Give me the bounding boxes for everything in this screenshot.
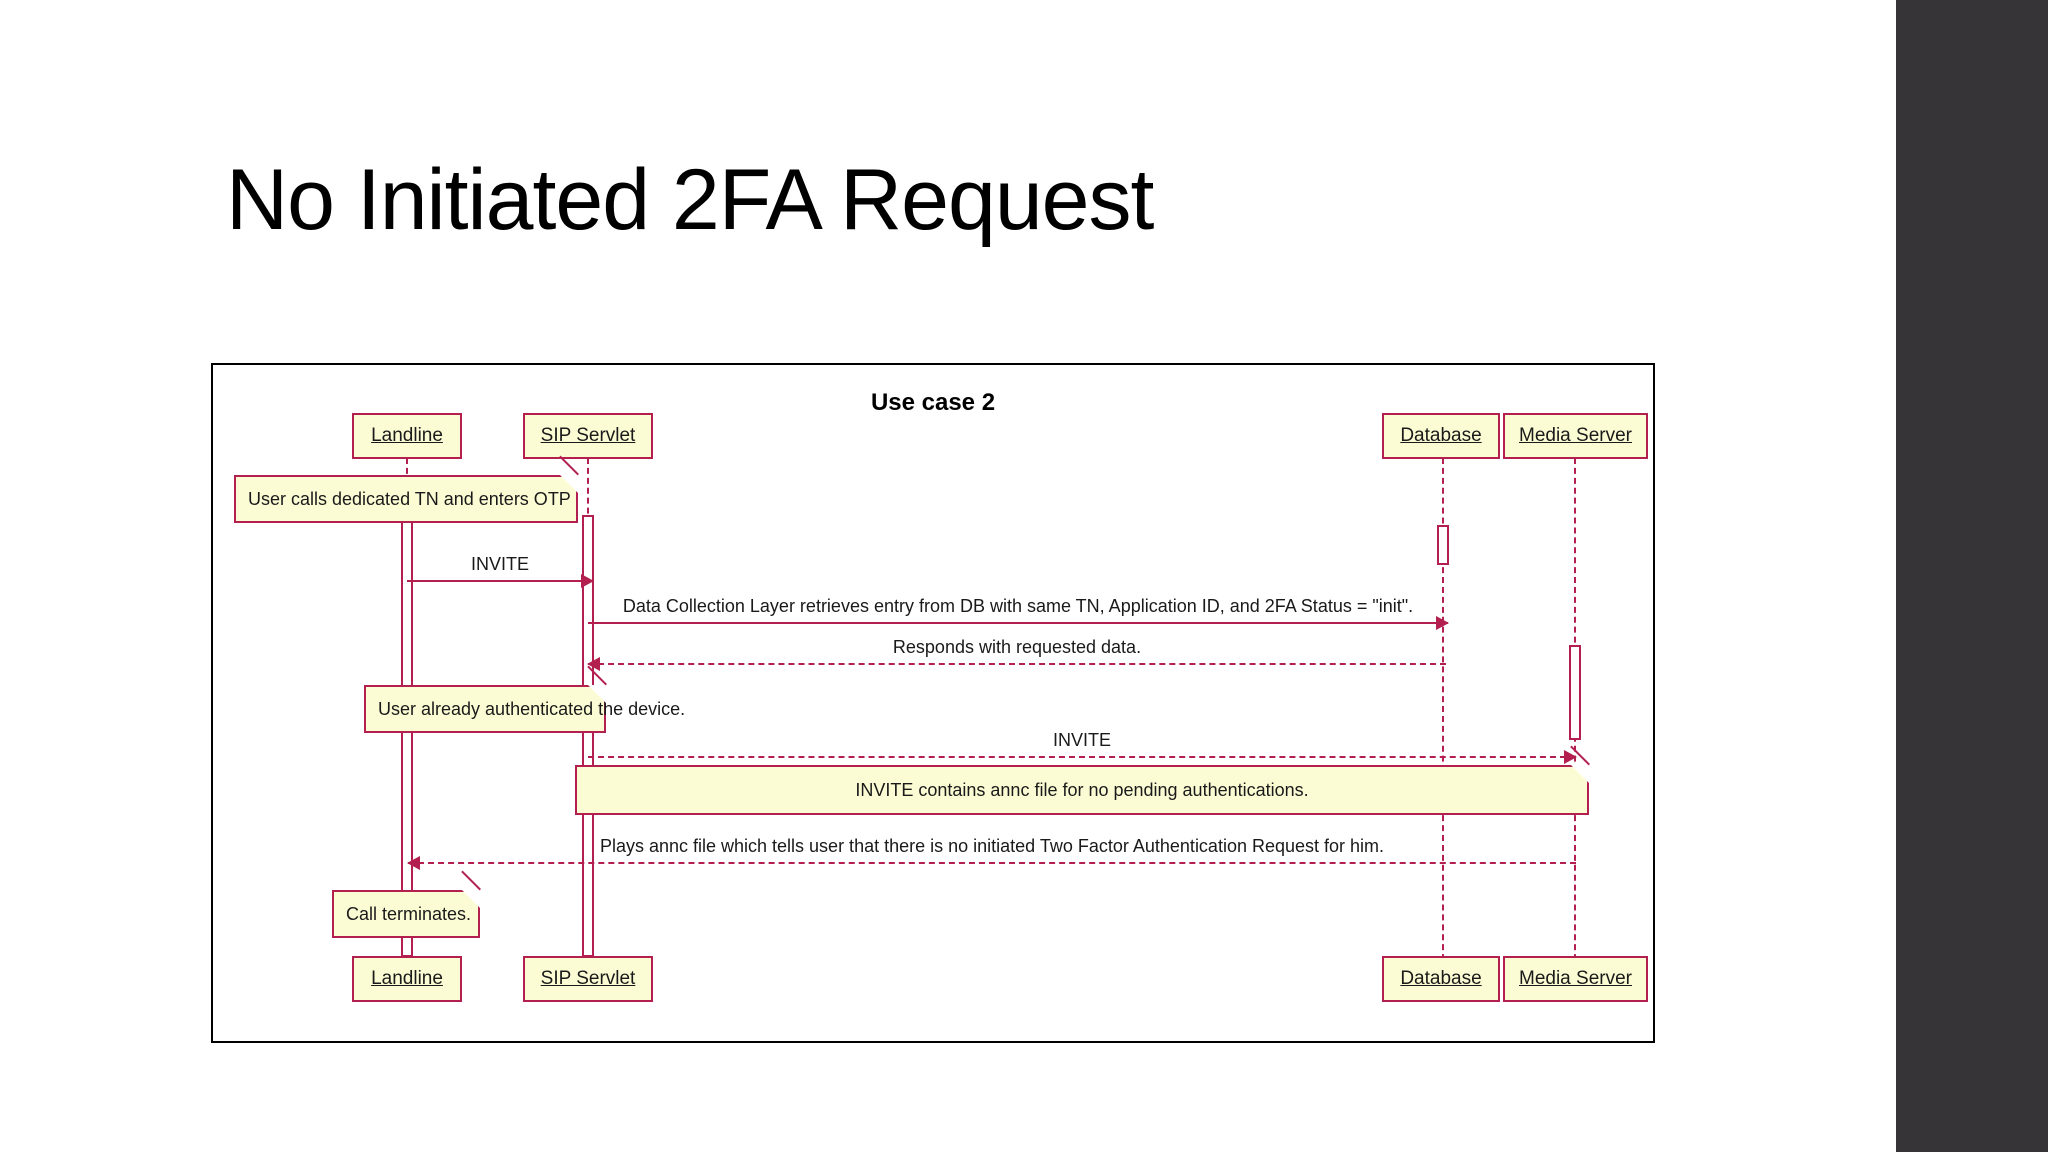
note-user-already-authenticated: User already authenticated the device. (364, 665, 686, 733)
arrowhead-left-icon (407, 856, 420, 870)
participant-sip-servlet-top[interactable]: SIP Servlet (523, 413, 653, 459)
note-text: INVITE contains annc file for no pending… (855, 779, 1309, 800)
diagram-title: Use case 2 (870, 389, 996, 416)
message-line (588, 622, 1448, 624)
sequence-diagram: Use case 2 Landline SIP Servlet Database… (211, 363, 1655, 1043)
page-title: No Initiated 2FA Request (226, 152, 1154, 248)
participant-label: Landline (371, 968, 443, 989)
note-fold-icon (462, 890, 480, 908)
participant-label: Media Server (1519, 968, 1632, 989)
note-text: User calls dedicated TN and enters OTP (248, 488, 571, 509)
message-line (408, 862, 1576, 864)
slide-canvas: No Initiated 2FA Request Use case 2 Land… (211, 152, 1655, 1043)
message-db-query: Data Collection Layer retrieves entry fr… (588, 596, 1449, 630)
participant-media-server-top[interactable]: Media Server (1503, 413, 1648, 459)
note-invite-contains-annc: INVITE contains annc file for no pending… (575, 745, 1590, 815)
message-label: INVITE (1052, 730, 1111, 750)
participant-label: Landline (371, 425, 443, 446)
note-call-terminates: Call terminates. (332, 870, 481, 938)
activation-media-server (1569, 645, 1581, 740)
message-db-response: Responds with requested data. (587, 637, 1446, 671)
message-line (588, 663, 1446, 665)
participant-label: Database (1400, 425, 1482, 446)
note-text: User already authenticated the device. (378, 698, 686, 719)
message-label: INVITE (470, 554, 529, 574)
arrowhead-right-icon (581, 574, 594, 588)
participant-label: Media Server (1519, 425, 1632, 446)
participant-landline-bottom[interactable]: Landline (352, 956, 462, 1002)
activation-database (1437, 525, 1449, 565)
note-user-calls-dedicated-tn: User calls dedicated TN and enters OTP (234, 455, 579, 523)
note-fold-icon (1571, 765, 1589, 783)
message-label: Data Collection Layer retrieves entry fr… (622, 596, 1414, 616)
note-fold-line-icon (461, 870, 481, 891)
arrowhead-right-icon (1564, 750, 1577, 764)
participant-database-bottom[interactable]: Database (1382, 956, 1500, 1002)
message-plays-annc: Plays annc file which tells user that th… (407, 836, 1576, 870)
message-label: Responds with requested data. (892, 637, 1142, 657)
note-fold-icon (560, 475, 578, 493)
participant-media-server-bottom[interactable]: Media Server (1503, 956, 1648, 1002)
participant-sip-servlet-bottom[interactable]: SIP Servlet (523, 956, 653, 1002)
participant-database-top[interactable]: Database (1382, 413, 1500, 459)
arrowhead-right-icon (1436, 616, 1449, 630)
participant-label: SIP Servlet (540, 425, 636, 446)
lifeline-database (1442, 458, 1444, 970)
participant-label: Database (1400, 968, 1482, 989)
message-label: Plays annc file which tells user that th… (599, 836, 1385, 856)
participant-landline-top[interactable]: Landline (352, 413, 462, 459)
note-fold-icon (588, 685, 606, 703)
message-invite-2: INVITE (588, 730, 1577, 764)
message-invite-1: INVITE (407, 554, 594, 588)
participant-label: SIP Servlet (540, 968, 636, 989)
message-line (588, 756, 1576, 758)
right-sidebar-panel (1896, 0, 2048, 1152)
note-text: Call terminates. (346, 903, 472, 924)
message-line (407, 580, 593, 582)
